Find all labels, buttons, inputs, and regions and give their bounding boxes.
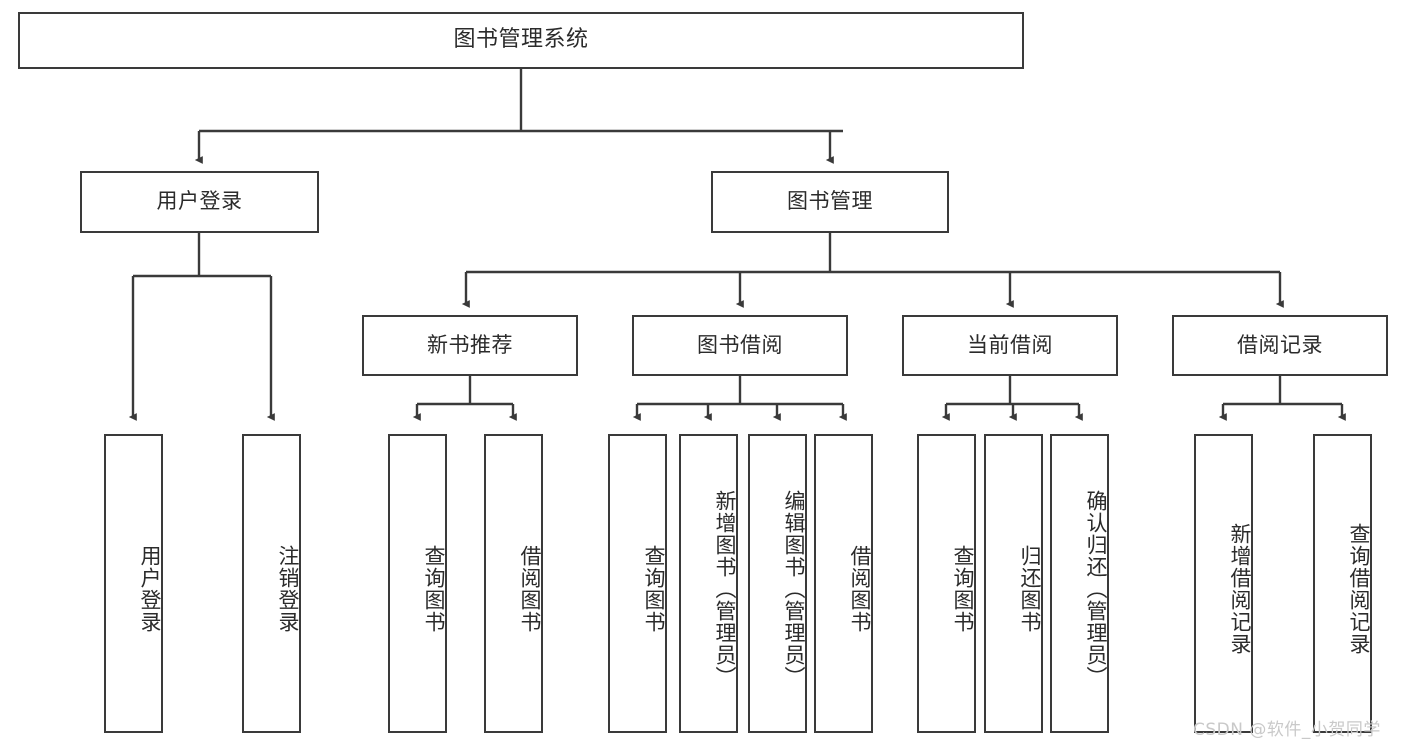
leaf-current-confirm-return-admin[interactable]: 确认归还（管理员） [1050,434,1109,733]
leaf-label: 用户登录 [138,544,162,633]
csdn-watermark: CSDN @软件_小贺同学 [1193,720,1381,740]
leaf-label: 新增图书（管理员） [713,489,737,688]
leaf-label: 查询图书 [642,544,666,633]
node-current-borrow-label: 当前借阅 [967,332,1053,357]
leaf-borrow-query-book[interactable]: 查询图书 [608,434,667,733]
leaf-borrow-borrow-book[interactable]: 借阅图书 [814,434,873,733]
node-current-borrow[interactable]: 当前借阅 [902,315,1118,376]
leaf-current-query-book[interactable]: 查询图书 [917,434,976,733]
leaf-label: 确认归还（管理员） [1084,489,1108,688]
node-book-borrow[interactable]: 图书借阅 [632,315,848,376]
leaf-new-book-borrow[interactable]: 借阅图书 [484,434,543,733]
leaf-label: 归还图书 [1018,544,1042,633]
leaf-user-login-signout[interactable]: 注销登录 [242,434,301,733]
leaf-label: 借阅图书 [848,544,872,633]
leaf-label: 编辑图书（管理员） [782,489,806,688]
leaf-borrow-edit-book-admin[interactable]: 编辑图书（管理员） [748,434,807,733]
leaf-label: 查询图书 [951,544,975,633]
node-book-borrow-label: 图书借阅 [697,332,783,357]
leaf-record-query-record[interactable]: 查询借阅记录 [1313,434,1372,733]
node-book-management-label: 图书管理 [787,189,873,214]
leaf-label: 查询图书 [422,544,446,633]
node-new-book-recommend[interactable]: 新书推荐 [362,315,578,376]
leaf-new-book-query[interactable]: 查询图书 [388,434,447,733]
node-user-login[interactable]: 用户登录 [80,171,319,233]
node-borrow-record-label: 借阅记录 [1237,332,1323,357]
leaf-label: 新增借阅记录 [1228,522,1252,655]
leaf-borrow-add-book-admin[interactable]: 新增图书（管理员） [679,434,738,733]
leaf-current-return-book[interactable]: 归还图书 [984,434,1043,733]
leaf-record-add-record[interactable]: 新增借阅记录 [1194,434,1253,733]
leaf-user-login-signin[interactable]: 用户登录 [104,434,163,733]
node-borrow-record[interactable]: 借阅记录 [1172,315,1388,376]
node-user-login-label: 用户登录 [156,189,243,214]
leaf-label: 借阅图书 [518,544,542,633]
leaf-label: 查询借阅记录 [1347,522,1371,655]
node-root-system[interactable]: 图书管理系统 [18,12,1024,69]
node-new-book-recommend-label: 新书推荐 [427,332,513,357]
leaf-label: 注销登录 [276,544,300,633]
node-book-management[interactable]: 图书管理 [711,171,949,233]
node-root-label: 图书管理系统 [453,27,589,53]
